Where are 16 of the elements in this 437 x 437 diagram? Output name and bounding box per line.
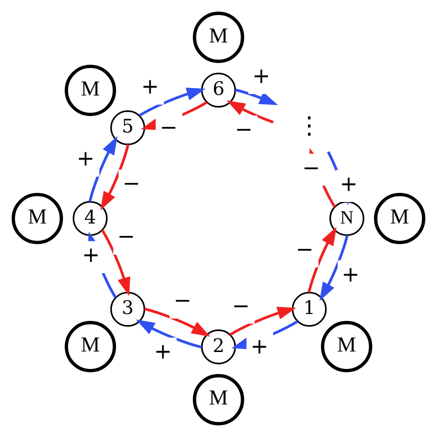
edge-label: − <box>234 118 253 143</box>
edge-label: + <box>250 334 268 360</box>
edge-label: + <box>342 262 360 288</box>
edge-label: − <box>174 288 192 314</box>
edge-label: − <box>232 294 250 319</box>
edge-label: + <box>154 340 172 365</box>
edge-label: + <box>252 64 270 90</box>
edge-label: − <box>302 156 320 181</box>
edge-label: − <box>296 237 314 262</box>
edge-label: − <box>122 172 140 197</box>
edge-label: − <box>160 115 178 140</box>
edge-label: + <box>141 74 160 100</box>
node-text: ⋮ <box>297 112 322 140</box>
edge-label: − <box>117 224 136 250</box>
edge-label: + <box>82 243 100 268</box>
edge-label: + <box>76 146 95 172</box>
